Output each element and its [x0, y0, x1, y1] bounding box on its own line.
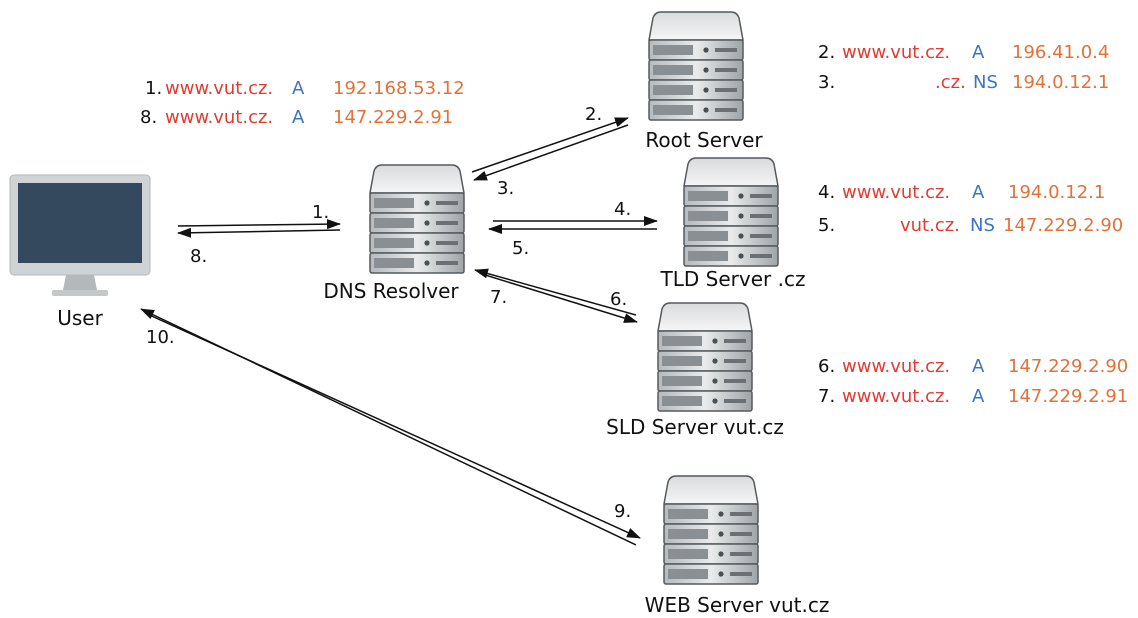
server-icon: [683, 157, 779, 267]
step-label-4: 4.: [614, 199, 631, 220]
sld-server-node: SLD Server vut.cz: [606, 302, 784, 439]
record-row: 3. .cz. NS 194.0.12.1: [818, 72, 1109, 93]
step-label-5: 5.: [512, 238, 529, 259]
record-row: 2. www.vut.cz. A 196.41.0.4: [818, 42, 1109, 63]
records-tld: 4. www.vut.cz. A 194.0.12.1 5. vut.cz. N…: [818, 182, 1123, 236]
arrow-2: [471, 117, 629, 173]
record-row: 7. www.vut.cz. A 147.229.2.91: [818, 386, 1128, 407]
monitor-icon: [9, 174, 151, 296]
step-label-8: 8.: [190, 246, 207, 267]
arrow-8: [177, 227, 341, 238]
resolver-label: DNS Resolver: [323, 279, 459, 303]
step-label-9: 9.: [614, 501, 631, 522]
web-server-node: WEB Server vut.cz: [645, 475, 830, 617]
records-resolver: 1. www.vut.cz. A 192.168.53.12 8. www.vu…: [140, 78, 465, 128]
step-label-6: 6.: [610, 289, 627, 310]
server-icon: [648, 11, 744, 121]
record-row: 8. www.vut.cz. A 147.229.2.91: [140, 107, 453, 128]
sld-server-label: SLD Server vut.cz: [606, 415, 784, 439]
record-row: 5. vut.cz. NS 147.229.2.90: [818, 215, 1123, 236]
arrow-3: [473, 124, 629, 181]
records-root: 2. www.vut.cz. A 196.41.0.4 3. .cz. NS 1…: [818, 42, 1109, 93]
step-labels: 1. 8. 2. 3. 4. 5. 6. 7. 9. 10.: [146, 104, 631, 522]
step-label-7: 7.: [490, 287, 507, 308]
user-label: User: [57, 306, 103, 330]
step-label-3: 3.: [497, 178, 514, 199]
arrow-6: [481, 273, 638, 323]
tld-server-node: TLD Server .cz: [660, 157, 806, 291]
tld-server-label: TLD Server .cz: [660, 267, 806, 291]
web-server-label: WEB Server vut.cz: [645, 593, 830, 617]
arrow-1: [177, 219, 341, 230]
root-server-node: Root Server: [645, 11, 763, 152]
root-server-label: Root Server: [645, 128, 763, 152]
server-icon: [657, 302, 753, 412]
arrows: [140, 117, 658, 546]
arrow-10: [140, 308, 637, 546]
step-label-10: 10.: [146, 327, 175, 348]
resolver-node: DNS Resolver: [323, 164, 465, 303]
step-label-2: 2.: [585, 104, 602, 125]
record-row: 4. www.vut.cz. A 194.0.12.1: [818, 182, 1105, 203]
server-icon: [369, 164, 465, 274]
records-sld: 6. www.vut.cz. A 147.229.2.90 7. www.vut…: [818, 356, 1128, 407]
record-row: 1. www.vut.cz. A 192.168.53.12: [145, 78, 465, 99]
arrow-7: [474, 268, 637, 316]
step-label-1: 1.: [312, 202, 329, 223]
user-node: User: [9, 174, 151, 330]
record-row: 6. www.vut.cz. A 147.229.2.90: [818, 356, 1128, 377]
server-icon: [663, 475, 759, 585]
